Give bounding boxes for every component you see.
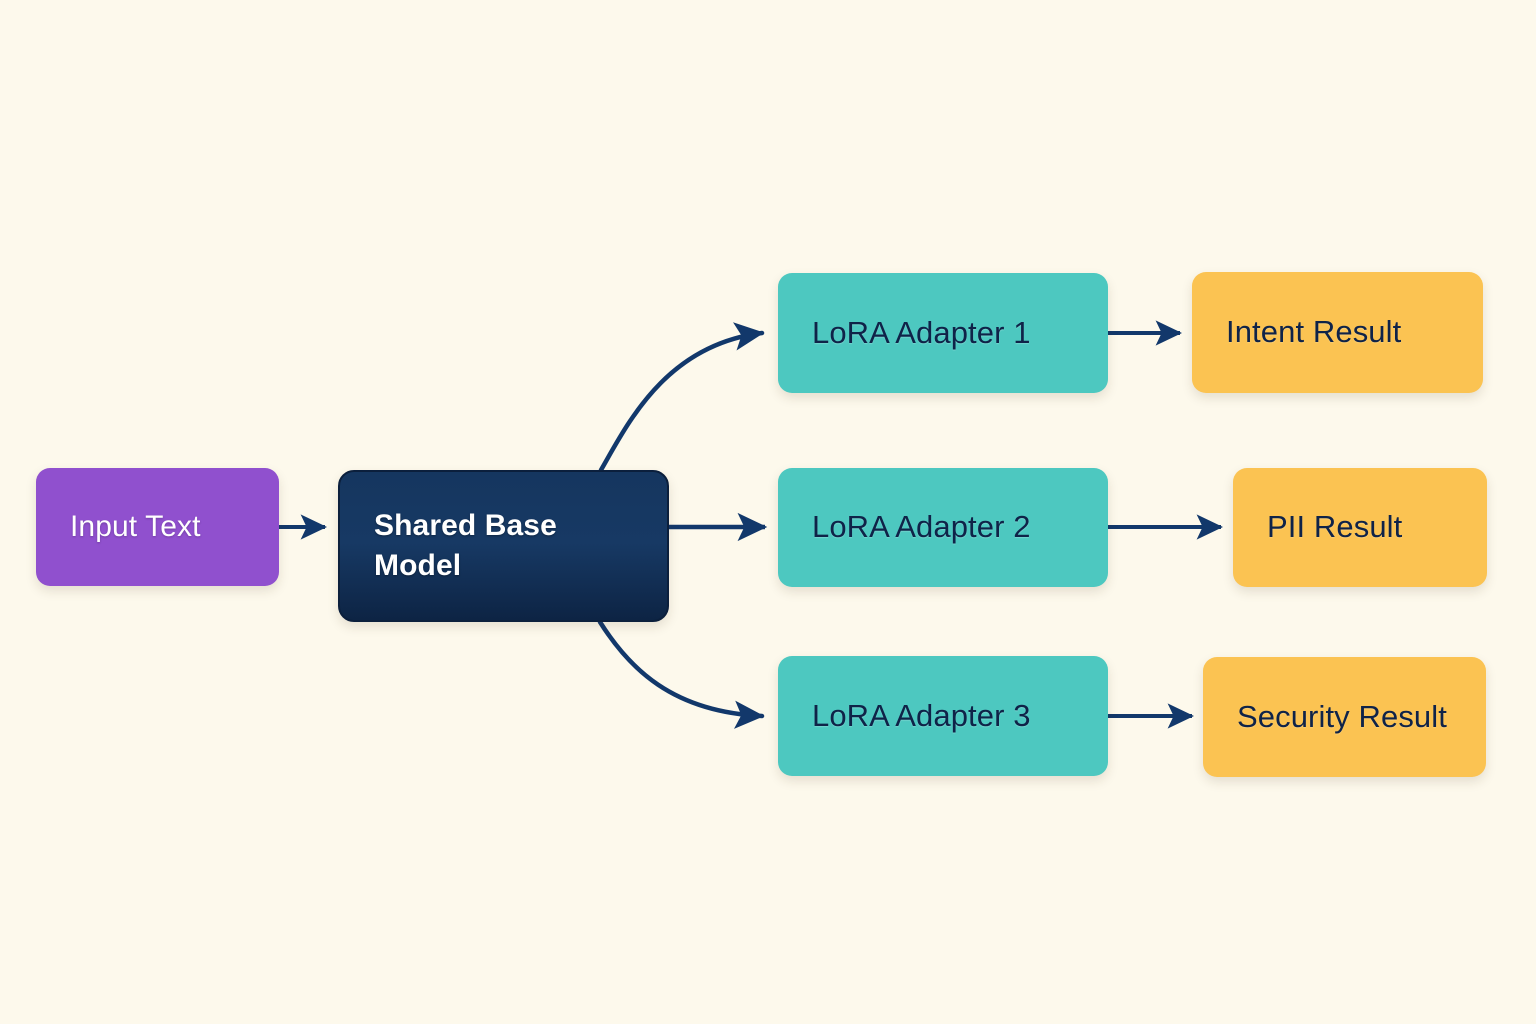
node-input-text-label: Input Text <box>70 510 201 544</box>
node-input-text[interactable]: Input Text <box>36 468 279 586</box>
edge-base-to-adapter1 <box>598 322 765 473</box>
node-security-result-label: Security Result <box>1237 698 1447 734</box>
node-shared-base-model-label: Shared Base Model <box>374 509 557 582</box>
node-security-result[interactable]: Security Result <box>1203 657 1486 777</box>
edge-base-to-adapter3 <box>597 619 765 729</box>
node-pii-result-label: PII Result <box>1267 509 1403 545</box>
node-pii-result[interactable]: PII Result <box>1233 468 1487 587</box>
node-lora-adapter-1[interactable]: LoRA Adapter 1 <box>778 273 1108 393</box>
node-lora-adapter-3-label: LoRA Adapter 3 <box>812 697 1031 733</box>
node-lora-adapter-2[interactable]: LoRA Adapter 2 <box>778 468 1108 587</box>
node-shared-base-model[interactable]: Shared Base Model <box>338 470 669 622</box>
node-lora-adapter-1-label: LoRA Adapter 1 <box>812 314 1031 350</box>
node-lora-adapter-2-label: LoRA Adapter 2 <box>812 509 1031 545</box>
node-intent-result[interactable]: Intent Result <box>1192 272 1483 393</box>
node-intent-result-label: Intent Result <box>1226 314 1402 350</box>
node-lora-adapter-3[interactable]: LoRA Adapter 3 <box>778 656 1108 776</box>
